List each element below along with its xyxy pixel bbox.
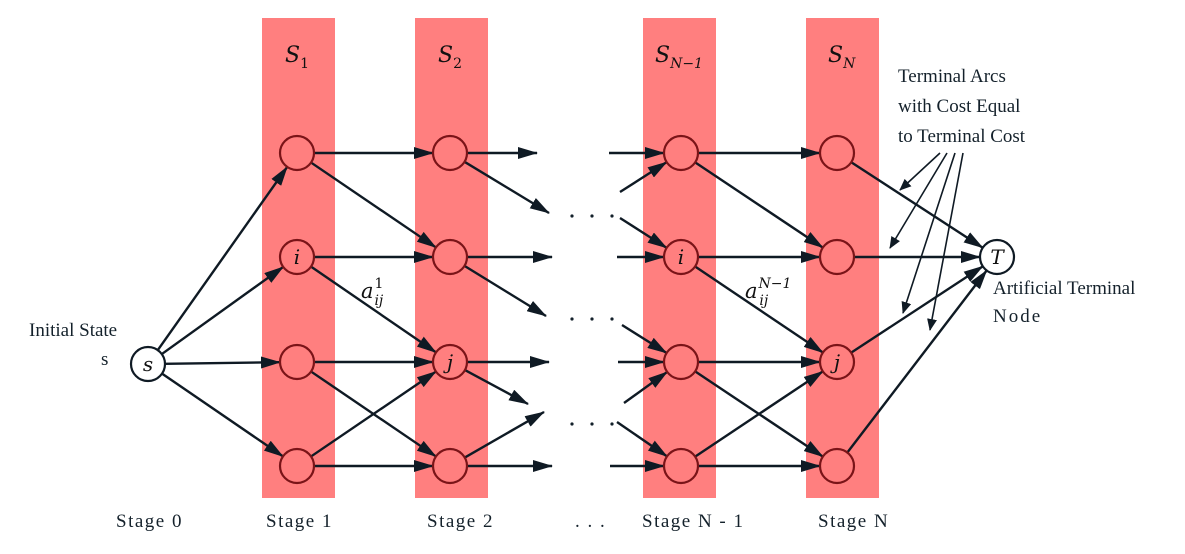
- stage-label-2: Stage 2: [427, 511, 494, 532]
- edge-s-to-stage1-1: [156, 166, 289, 351]
- edge-stagen-to-terminal-3: [850, 265, 984, 354]
- stagen-node-4: [818, 447, 856, 485]
- edge-stagen1-incoming: [623, 370, 669, 404]
- edges: [156, 147, 988, 472]
- edge-stagen1-to-stagen: [694, 370, 824, 458]
- edge-stagen1-incoming: [621, 323, 668, 354]
- terminal-note-pointer-1: [899, 152, 941, 191]
- ellipsis-dot: [570, 422, 574, 426]
- edge-stagen1-incoming: [619, 216, 668, 249]
- stagen1-node-4: [662, 447, 700, 485]
- stagen1-node-1: [662, 134, 700, 172]
- ellipsis-dot: [590, 317, 594, 321]
- edge-stagen1-incoming: [619, 161, 668, 194]
- terminal-note-line-1: Terminal Arcs: [898, 66, 1006, 87]
- initial-state-label: Initial State: [29, 320, 117, 341]
- edge-stagen-to-terminal-4: [846, 269, 988, 454]
- column-label-s2: S2: [438, 43, 462, 72]
- stagen1-node-2: [662, 238, 700, 276]
- initial-state-node-label: s: [143, 352, 153, 376]
- edge-stage2-outgoing: [464, 369, 529, 406]
- terminal-node-label-line-2: Node: [993, 306, 1042, 327]
- stage2-node-2: [431, 238, 469, 276]
- ellipsis-dot: [610, 214, 614, 218]
- initial-state-symbol: s: [101, 349, 108, 370]
- edge-stage1-to-stage2: [310, 161, 437, 249]
- terminal-node: [978, 238, 1016, 276]
- terminal-node-label-line-1: Artificial Terminal: [993, 278, 1135, 299]
- terminal-note-pointer-2: [889, 152, 948, 249]
- terminal-note-pointer-3: [901, 152, 956, 314]
- edge-s-to-stage1-3: [164, 356, 282, 369]
- ellipsis-dot: [610, 422, 614, 426]
- stagen-node-1: [818, 134, 856, 172]
- stage2-node-1: [431, 134, 469, 172]
- edge-stage2-outgoing: [463, 264, 547, 318]
- edge-stagen1-to-stagen: [694, 265, 824, 354]
- edge-stage1-to-stage2: [310, 265, 437, 354]
- edge-stagen-to-terminal-1: [850, 161, 984, 249]
- terminal-node-label: T: [990, 245, 1005, 269]
- edge-stage1-to-stage2: [310, 370, 437, 458]
- stagen-node-2: [818, 238, 856, 276]
- terminal-note-line-3: to Terminal Cost: [898, 126, 1026, 147]
- stage-label-n: Stage N: [818, 511, 889, 532]
- column-label-sn-1: SN−1: [655, 43, 703, 72]
- stage1-node-1: [278, 134, 316, 172]
- stage-label-1: Stage 1: [266, 511, 333, 532]
- stage2-node-3: [431, 343, 469, 381]
- ellipsis-dots: [570, 214, 614, 426]
- stagen-node-j-label: j: [830, 350, 840, 374]
- stage1-node-i-label: i: [294, 245, 300, 269]
- stage1-node-4: [278, 447, 316, 485]
- stage-label-0: Stage 0: [116, 511, 183, 532]
- stage1-node-2: [278, 238, 316, 276]
- column-label-s1: S1: [285, 43, 309, 72]
- edge-stage2-outgoing: [464, 410, 545, 459]
- ellipsis-dot: [570, 214, 574, 218]
- ellipsis-dot: [570, 317, 574, 321]
- terminal-note-pointer-4: [927, 152, 964, 331]
- edge-stagen1-incoming: [616, 421, 668, 458]
- ellipsis-dot: [610, 317, 614, 321]
- stagen1-node-3: [662, 343, 700, 381]
- ellipsis-dot: [590, 214, 594, 218]
- stage-label-ellipsis: . . .: [575, 511, 606, 532]
- nodes: s i j i j T: [129, 134, 1016, 485]
- terminal-note-line-2: with Cost Equal: [898, 96, 1020, 117]
- column-label-sn: SN: [828, 43, 856, 72]
- ellipsis-dot: [590, 422, 594, 426]
- edge-stage2-outgoing: [463, 160, 550, 215]
- stagen-node-3: [818, 343, 856, 381]
- stagen1-node-i-label: i: [678, 245, 684, 269]
- stage2-node-4: [431, 447, 469, 485]
- edge-s-to-stage1-2: [161, 265, 285, 356]
- edge-stagen1-to-stagen: [694, 161, 824, 249]
- stage-label-n-1: Stage N - 1: [642, 511, 745, 532]
- edge-s-to-stage1-4: [161, 372, 284, 458]
- initial-state-node: [129, 345, 167, 383]
- stage2-node-j-label: j: [443, 350, 453, 374]
- stage1-node-3: [278, 343, 316, 381]
